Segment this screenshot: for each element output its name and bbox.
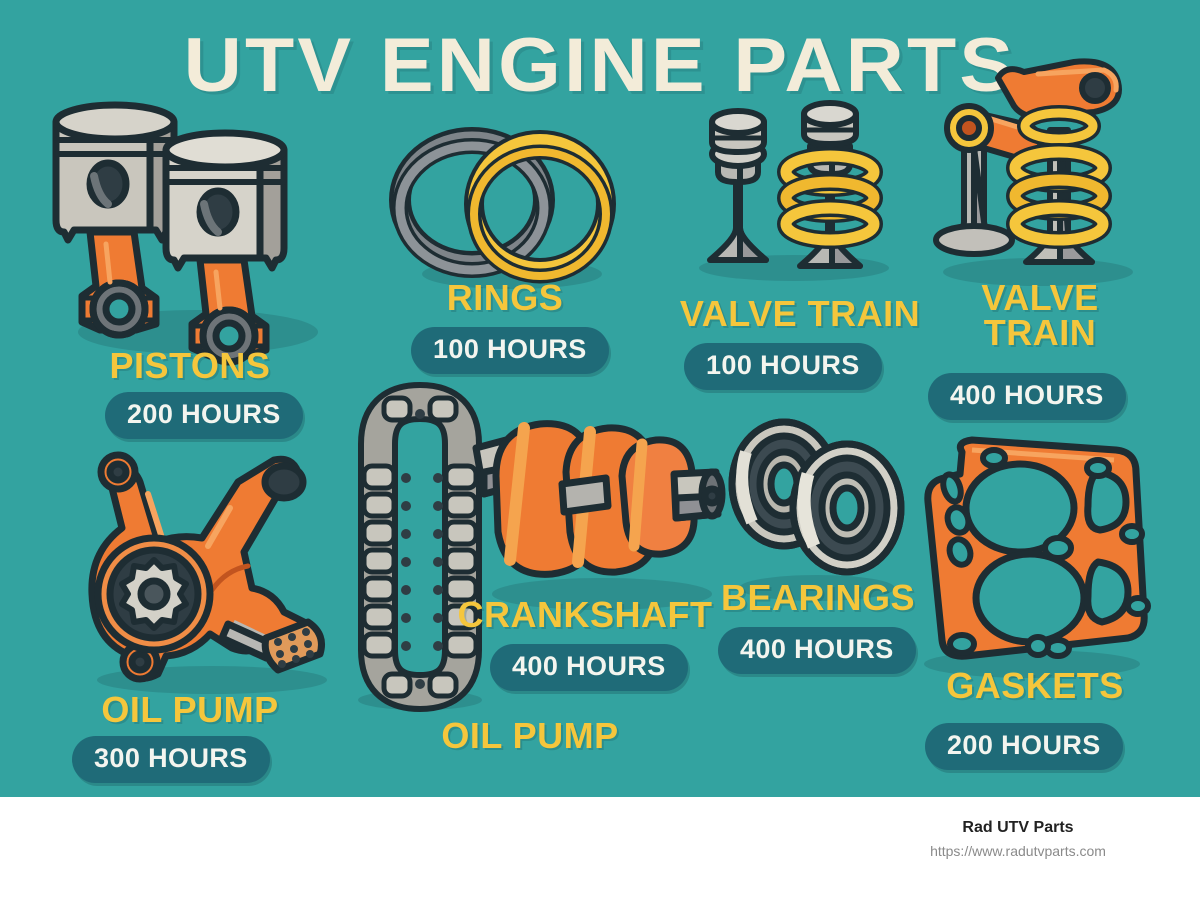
pill-pistons: 200 HOURS [105, 392, 303, 439]
label-oil-pump: OIL PUMP [101, 689, 279, 730]
label-rings: RINGS [446, 277, 564, 318]
oil-pump-icon [62, 442, 352, 694]
timing-chain-icon [342, 382, 502, 712]
label-timing-chain: OIL PUMP [441, 715, 619, 756]
label-valve-train-2: VALVE TRAIN [981, 277, 1099, 354]
pill-bearings: 400 HOURS [718, 627, 916, 674]
label-bearings: BEARINGS [720, 577, 916, 618]
crankshaft-icon [462, 410, 726, 610]
rocker-valve-icon [928, 50, 1148, 290]
pill-crankshaft: 400 HOURS [490, 644, 688, 691]
head-gasket-icon [902, 436, 1162, 678]
label-valve-train-1: VALVE TRAIN [679, 293, 921, 334]
pill-valve-train-1: 100 HOURS [684, 343, 882, 390]
pill-gaskets: 200 HOURS [925, 723, 1123, 770]
bearings-icon [722, 412, 912, 602]
pill-rings: 100 HOURS [411, 327, 609, 374]
brand-name: Rad UTV Parts [962, 819, 1074, 836]
brand-url: https://www.radutvparts.com [930, 843, 1106, 859]
pistons-icon [38, 92, 338, 366]
pill-oil-pump: 300 HOURS [72, 736, 270, 783]
page-title: UTV ENGINE PARTS [183, 23, 1017, 108]
valve-train-icon [684, 100, 904, 281]
pill-valve-train-2: 400 HOURS [928, 373, 1126, 420]
poster-canvas: UTV ENGINE PARTS [0, 0, 1200, 797]
footer-credit: Rad UTV Parts https://www.radutvparts.co… [868, 819, 1168, 859]
footer-bar: Rad UTV Parts https://www.radutvparts.co… [0, 797, 1200, 902]
label-pistons: PISTONS [109, 345, 271, 386]
label-gaskets: GASKETS [946, 665, 1124, 706]
piston-rings-icon [389, 122, 622, 292]
label-crankshaft: CRANKSHAFT [457, 594, 713, 635]
